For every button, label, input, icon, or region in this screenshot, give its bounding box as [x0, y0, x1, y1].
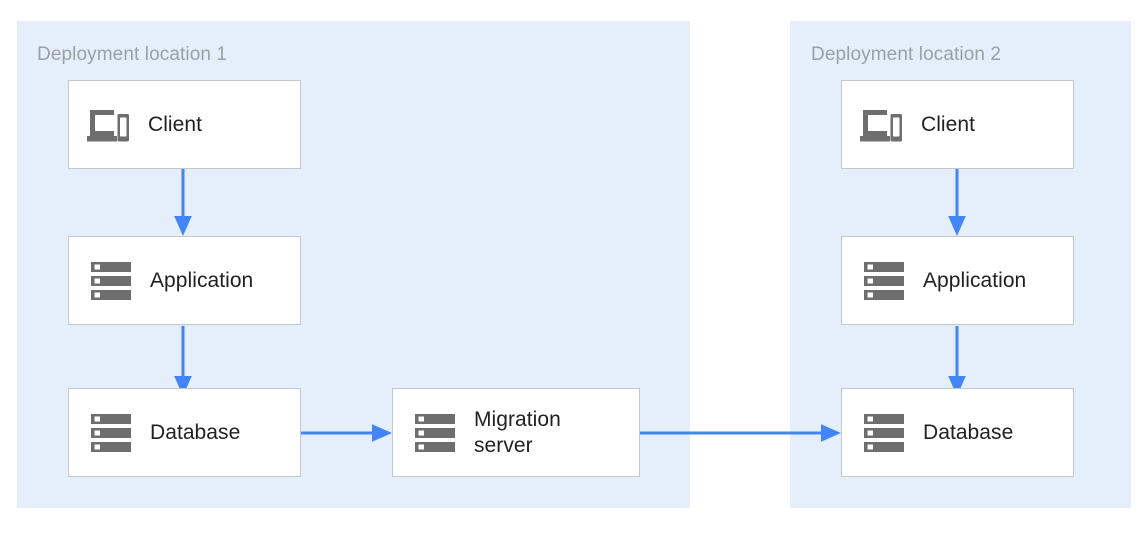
devices-icon	[859, 108, 903, 142]
devices-icon	[86, 108, 130, 142]
server-icon	[863, 261, 905, 300]
node-client-2[interactable]: Client	[841, 80, 1074, 169]
node-client-1-label: Client	[148, 112, 202, 136]
server-icon	[414, 413, 456, 452]
node-migration-server-label: Migration server	[474, 407, 561, 457]
deployment-zone-2-label: Deployment location 2	[811, 44, 1002, 65]
node-migration-server[interactable]: Migration server	[392, 388, 640, 477]
node-application-1[interactable]: Application	[68, 236, 301, 325]
node-application-1-label: Application	[150, 268, 254, 292]
node-client-2-label: Client	[921, 112, 975, 136]
server-icon	[863, 413, 905, 452]
node-database-2[interactable]: Database	[841, 388, 1074, 477]
node-database-1[interactable]: Database	[68, 388, 301, 477]
server-icon	[90, 413, 132, 452]
node-database-1-label: Database	[150, 420, 241, 444]
node-database-2-label: Database	[923, 420, 1014, 444]
server-icon	[90, 261, 132, 300]
node-application-2[interactable]: Application	[841, 236, 1074, 325]
deployment-zone-1-label: Deployment location 1	[37, 44, 228, 65]
node-application-2-label: Application	[923, 268, 1027, 292]
node-client-1[interactable]: Client	[68, 80, 301, 169]
